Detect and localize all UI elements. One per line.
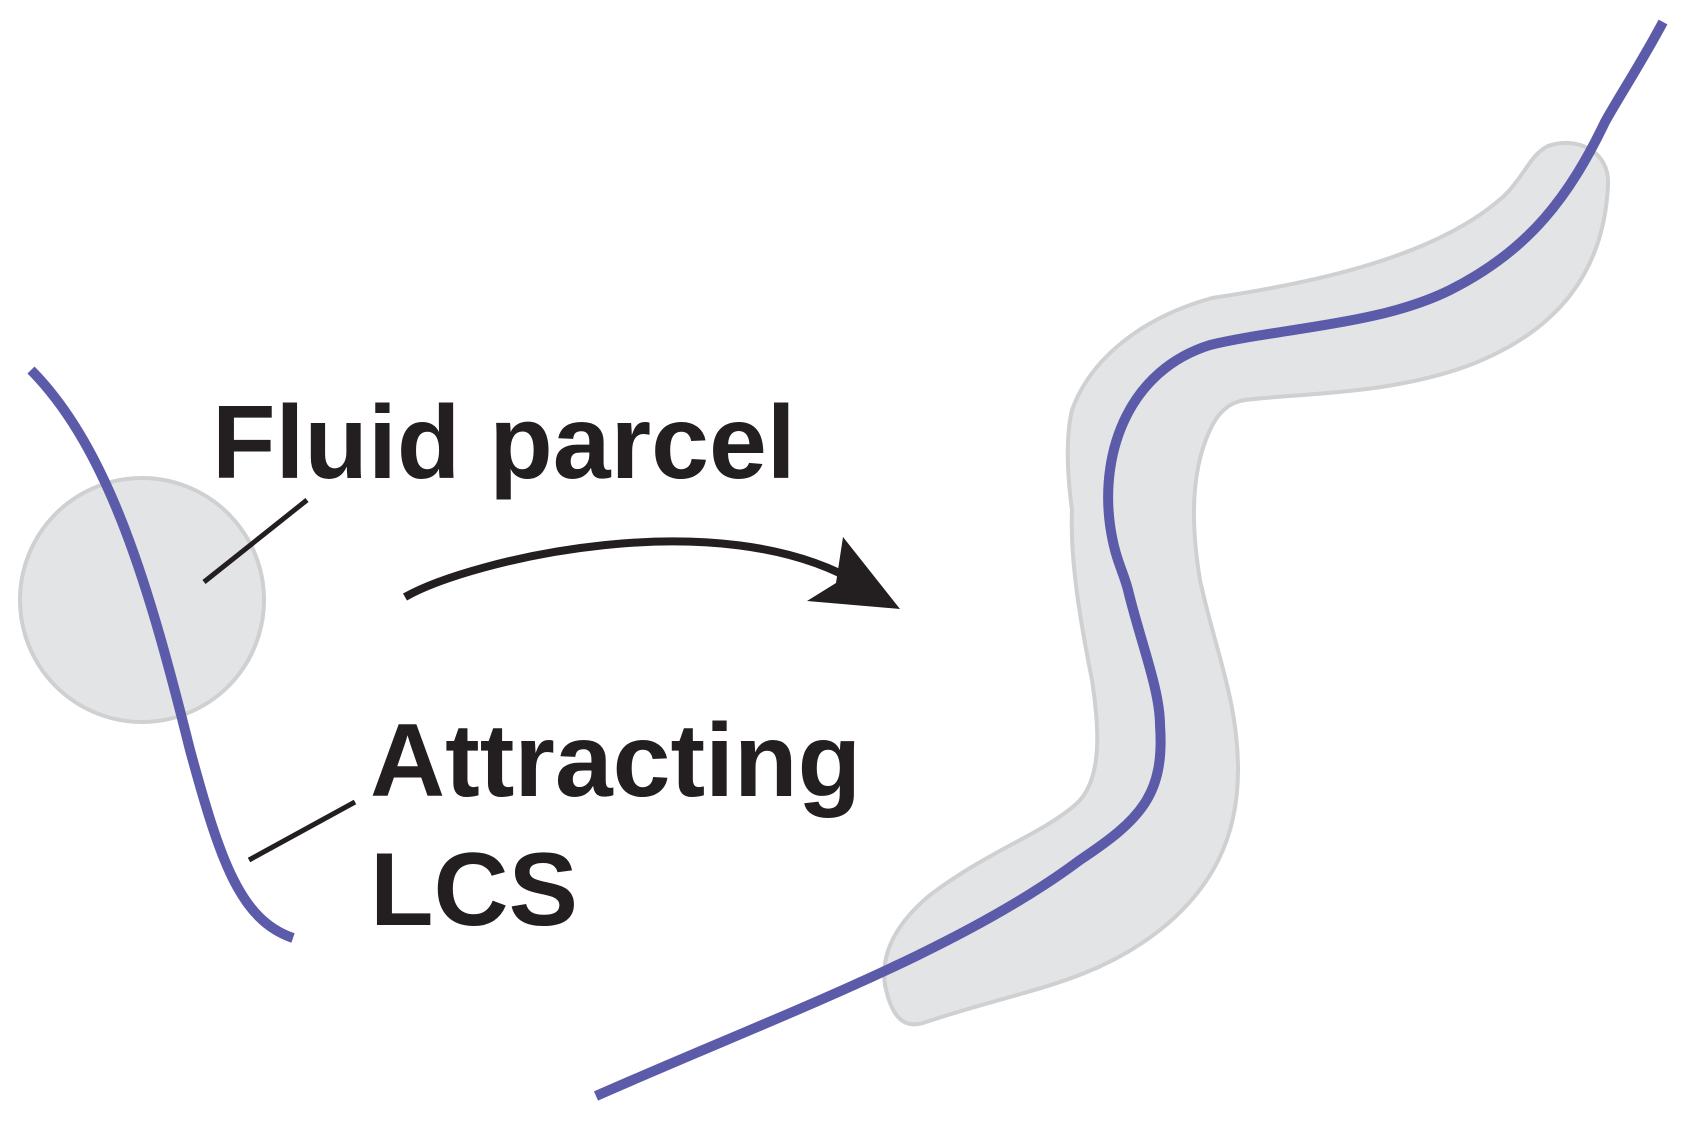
fluid-parcel-label: Fluid parcel xyxy=(212,385,796,501)
lcs-label: LCS xyxy=(370,832,578,948)
time-evolution-arrow xyxy=(403,537,900,609)
fluid-parcel-leader-line xyxy=(202,498,309,584)
deformed-state xyxy=(593,19,1668,1101)
arrow-shaft xyxy=(403,537,863,601)
attracting-lcs-curve-initial xyxy=(27,366,295,943)
fluid-parcel-stretched xyxy=(882,140,1611,1027)
lcs-leader-line xyxy=(247,799,357,863)
fluid-parcel-circle xyxy=(18,476,266,724)
arrow-head xyxy=(807,537,900,609)
attracting-lcs-curve-deformed xyxy=(593,19,1668,1101)
attracting-label: Attracting xyxy=(370,703,861,819)
initial-state: Fluid parcel Attracting LCS xyxy=(18,366,861,948)
